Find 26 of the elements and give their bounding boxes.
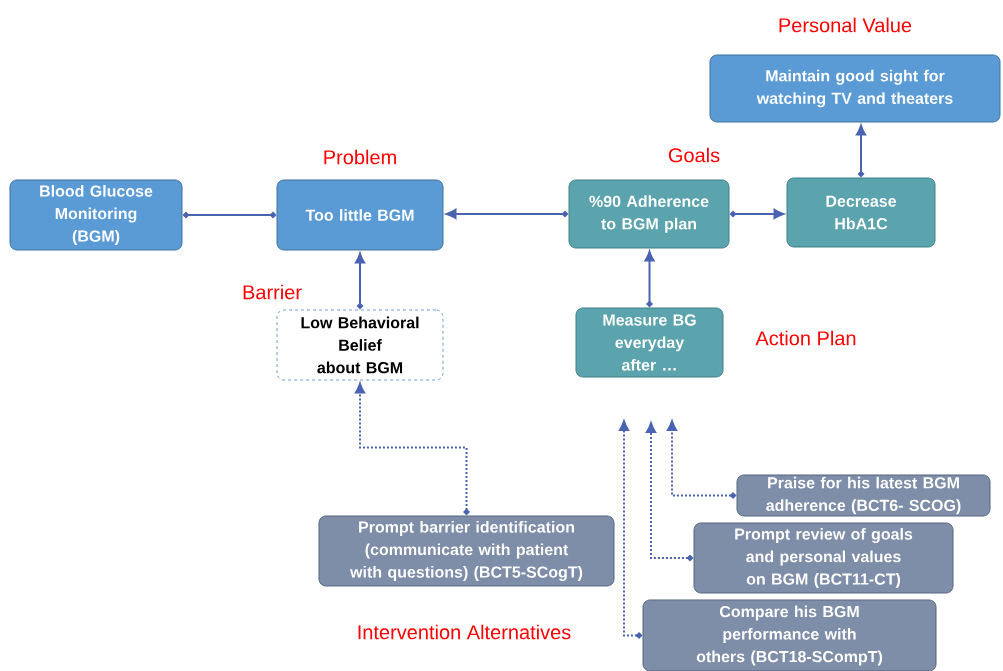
arrow (618, 420, 643, 639)
heading-label: Barrier (243, 284, 302, 300)
dashed-box: Low Behavioral Belief about BGM (276, 309, 444, 381)
process-box: %90 Adherence to BGM plan (568, 179, 730, 249)
arrow (354, 382, 470, 516)
heading-label: Action Plan (755, 330, 856, 346)
process-box: Blood Glucose Monitoring (BGM) (9, 179, 183, 251)
process-box: Prompt review of goals and personal values on BGM (BCT11-CT) (693, 522, 954, 594)
arrow (644, 250, 655, 308)
arrow (445, 208, 569, 220)
process-box: Compare his BGM performance with others (BCT18-SCompT) (642, 599, 937, 671)
process-box: Too little BGM (276, 179, 444, 251)
process-box: Prompt barrier identification (communicate with patient with questions) (BCT5-SCogT) (318, 515, 615, 587)
arrow (354, 252, 366, 310)
heading-label: Intervention Alternatives (358, 624, 571, 640)
process-box: Decrease HbA1C (786, 177, 936, 248)
arrow (666, 420, 737, 499)
arrow (729, 208, 785, 220)
arrow (855, 124, 867, 178)
process-box: Praise for his latest BGM adherence (BCT6- SCOG) (736, 474, 991, 517)
process-box: Maintain good sight for watching TV and theaters (709, 54, 1001, 123)
arrow (645, 422, 694, 562)
heading-label: Goals (668, 147, 720, 163)
heading-label: Personal Value (779, 17, 912, 33)
arrow (182, 211, 277, 219)
process-box: Measure BG everyday after … (575, 307, 724, 378)
